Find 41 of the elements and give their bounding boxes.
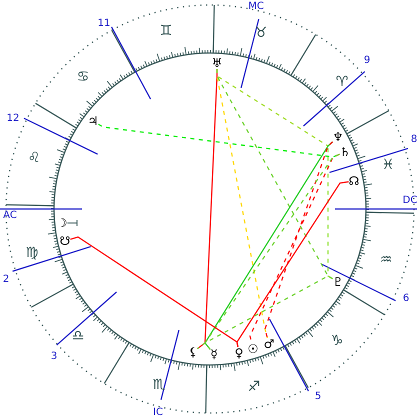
zodiac-sign-symbol: ♒ [380, 253, 392, 267]
angle-label: MC [248, 2, 264, 12]
house-number: 6 [402, 294, 410, 304]
zodiac-sign-symbol: ♉ [254, 26, 268, 40]
zodiac-sign-symbol: ♑ [330, 334, 344, 348]
house-number: 11 [98, 19, 110, 29]
zodiac-sign-symbol: ♌ [28, 151, 40, 165]
house-number: 9 [364, 56, 370, 66]
zodiac-sign-symbol: ♏ [152, 378, 166, 392]
house-number: 12 [6, 114, 20, 124]
zodiac-sign-symbol: ♊ [160, 24, 172, 38]
planet-symbol: ♇ [332, 276, 344, 288]
aspect-line [197, 275, 333, 350]
aspect-line [216, 69, 333, 280]
aspect-line [70, 236, 238, 348]
zodiac-sign-symbol: ♓ [382, 158, 394, 172]
planet-symbol: ♄ [340, 146, 350, 158]
angle-label: AC [3, 211, 17, 221]
zodiac-sign-symbol: ♎ [72, 329, 84, 343]
planet-symbol: ☽ [56, 217, 68, 229]
planet-symbol: ⚸ [188, 346, 198, 358]
aspect-line [264, 141, 334, 338]
planet-symbol: ♅ [212, 57, 222, 69]
angle-label: DC [402, 196, 418, 206]
house-number: 8 [410, 135, 418, 145]
planet-symbol: ♂ [264, 338, 274, 350]
planet-symbol: ☋ [60, 235, 70, 247]
house-number: 3 [50, 352, 58, 362]
planet-symbol: ☿ [210, 348, 218, 360]
house-number: 5 [314, 392, 322, 402]
planet-symbol: ♀ [234, 347, 244, 359]
zodiac-sign-symbol: ♋ [76, 70, 90, 84]
zodiac-sign-symbol: ♐ [248, 380, 260, 394]
angle-label: IC [153, 408, 163, 418]
planet-symbol: ♆ [332, 131, 344, 143]
zodiac-sign-symbol: ♈ [336, 75, 348, 89]
planet-symbol: ☉ [248, 343, 258, 355]
house-number: 2 [2, 275, 10, 285]
planet-symbol: ☊ [348, 175, 360, 187]
planet-symbol: ♃ [88, 115, 98, 127]
zodiac-sign-symbol: ♍ [26, 246, 38, 260]
